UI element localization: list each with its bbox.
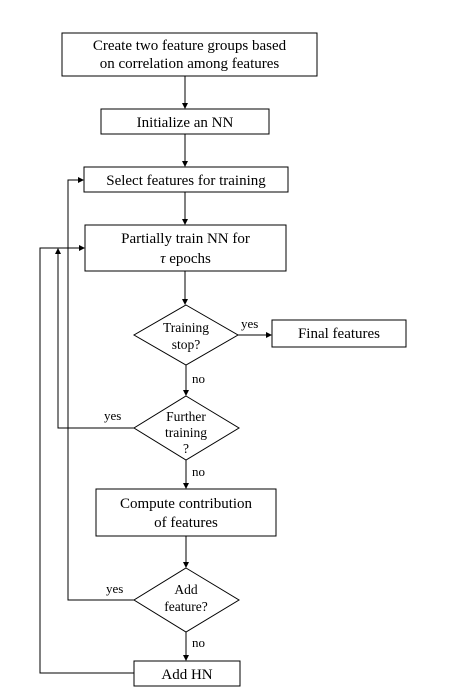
label-stop-yes: yes — [241, 316, 258, 331]
compute-contribution-line1: Compute contribution — [120, 496, 253, 512]
compute-contribution-line2: of features — [154, 515, 218, 531]
node-select-features: Select features for training — [83, 166, 289, 193]
training-stop-line2: stop? — [172, 337, 201, 352]
arrowhead — [55, 248, 61, 254]
label-further-no: no — [192, 464, 205, 479]
connector-train-to-stop — [182, 271, 188, 305]
further-training-line3: ? — [183, 441, 189, 456]
connector-further-to-compute — [183, 460, 189, 489]
decision-further-training: Further training ? — [133, 395, 240, 461]
label-addfeature-yes: yes — [106, 581, 123, 596]
label-stop-no: no — [192, 371, 205, 386]
connector-stop-to-further — [183, 365, 189, 396]
final-features-label: Final features — [298, 326, 380, 342]
further-training-line1: Further — [166, 409, 206, 424]
arrowhead — [182, 161, 188, 167]
arrowhead — [182, 103, 188, 109]
initialize-nn-label: Initialize an NN — [137, 115, 234, 131]
select-features-label: Select features for training — [106, 173, 266, 189]
create-groups-line2: on correlation among features — [100, 56, 280, 72]
create-groups-line1: Create two feature groups based — [93, 38, 287, 54]
node-partially-train: Partially train NN for τ epochs — [84, 224, 287, 272]
decision-add-feature: Add feature? — [133, 567, 240, 633]
partially-train-line1: Partially train NN for — [121, 231, 250, 247]
add-feature-line1: Add — [174, 582, 197, 597]
add-feature-line2: feature? — [164, 599, 207, 614]
arrowhead — [182, 299, 188, 305]
arrowhead — [182, 219, 188, 225]
arrowhead — [183, 390, 189, 396]
connector-further-yes-loop — [55, 248, 134, 429]
connector-stop-to-final — [238, 332, 272, 338]
arrowhead — [183, 655, 189, 661]
connector-select-to-train — [182, 192, 188, 225]
connector-addfeature-yes-loop — [67, 177, 134, 601]
arrowhead — [183, 562, 189, 568]
node-create-feature-groups: Create two feature groups based on corre… — [61, 32, 318, 77]
further-training-line2: training — [165, 425, 207, 440]
connector-compute-to-addfeature — [183, 536, 189, 568]
connector-create-to-init — [182, 76, 188, 109]
node-add-hn: Add HN — [133, 660, 241, 687]
tau-symbol: τ — [160, 251, 166, 267]
connector-addhn-loop — [39, 245, 134, 674]
connector-addfeature-to-addhn — [183, 632, 189, 661]
partially-train-line2: τ epochs — [160, 251, 211, 267]
node-initialize-nn: Initialize an NN — [100, 108, 270, 135]
decision-training-stop: Training stop? — [132, 304, 240, 366]
connector-init-to-select — [182, 134, 188, 167]
label-addfeature-no: no — [192, 635, 205, 650]
training-stop-line1: Training — [163, 320, 209, 335]
node-final-features: Final features — [271, 319, 407, 348]
partially-train-epochs: epochs — [165, 251, 211, 267]
arrowhead — [266, 332, 272, 338]
arrowhead — [183, 483, 189, 489]
arrowhead — [79, 245, 85, 251]
add-hn-label: Add HN — [161, 667, 212, 683]
node-compute-contribution: Compute contribution of features — [95, 488, 277, 537]
label-further-yes: yes — [104, 408, 121, 423]
arrowhead — [78, 177, 84, 183]
